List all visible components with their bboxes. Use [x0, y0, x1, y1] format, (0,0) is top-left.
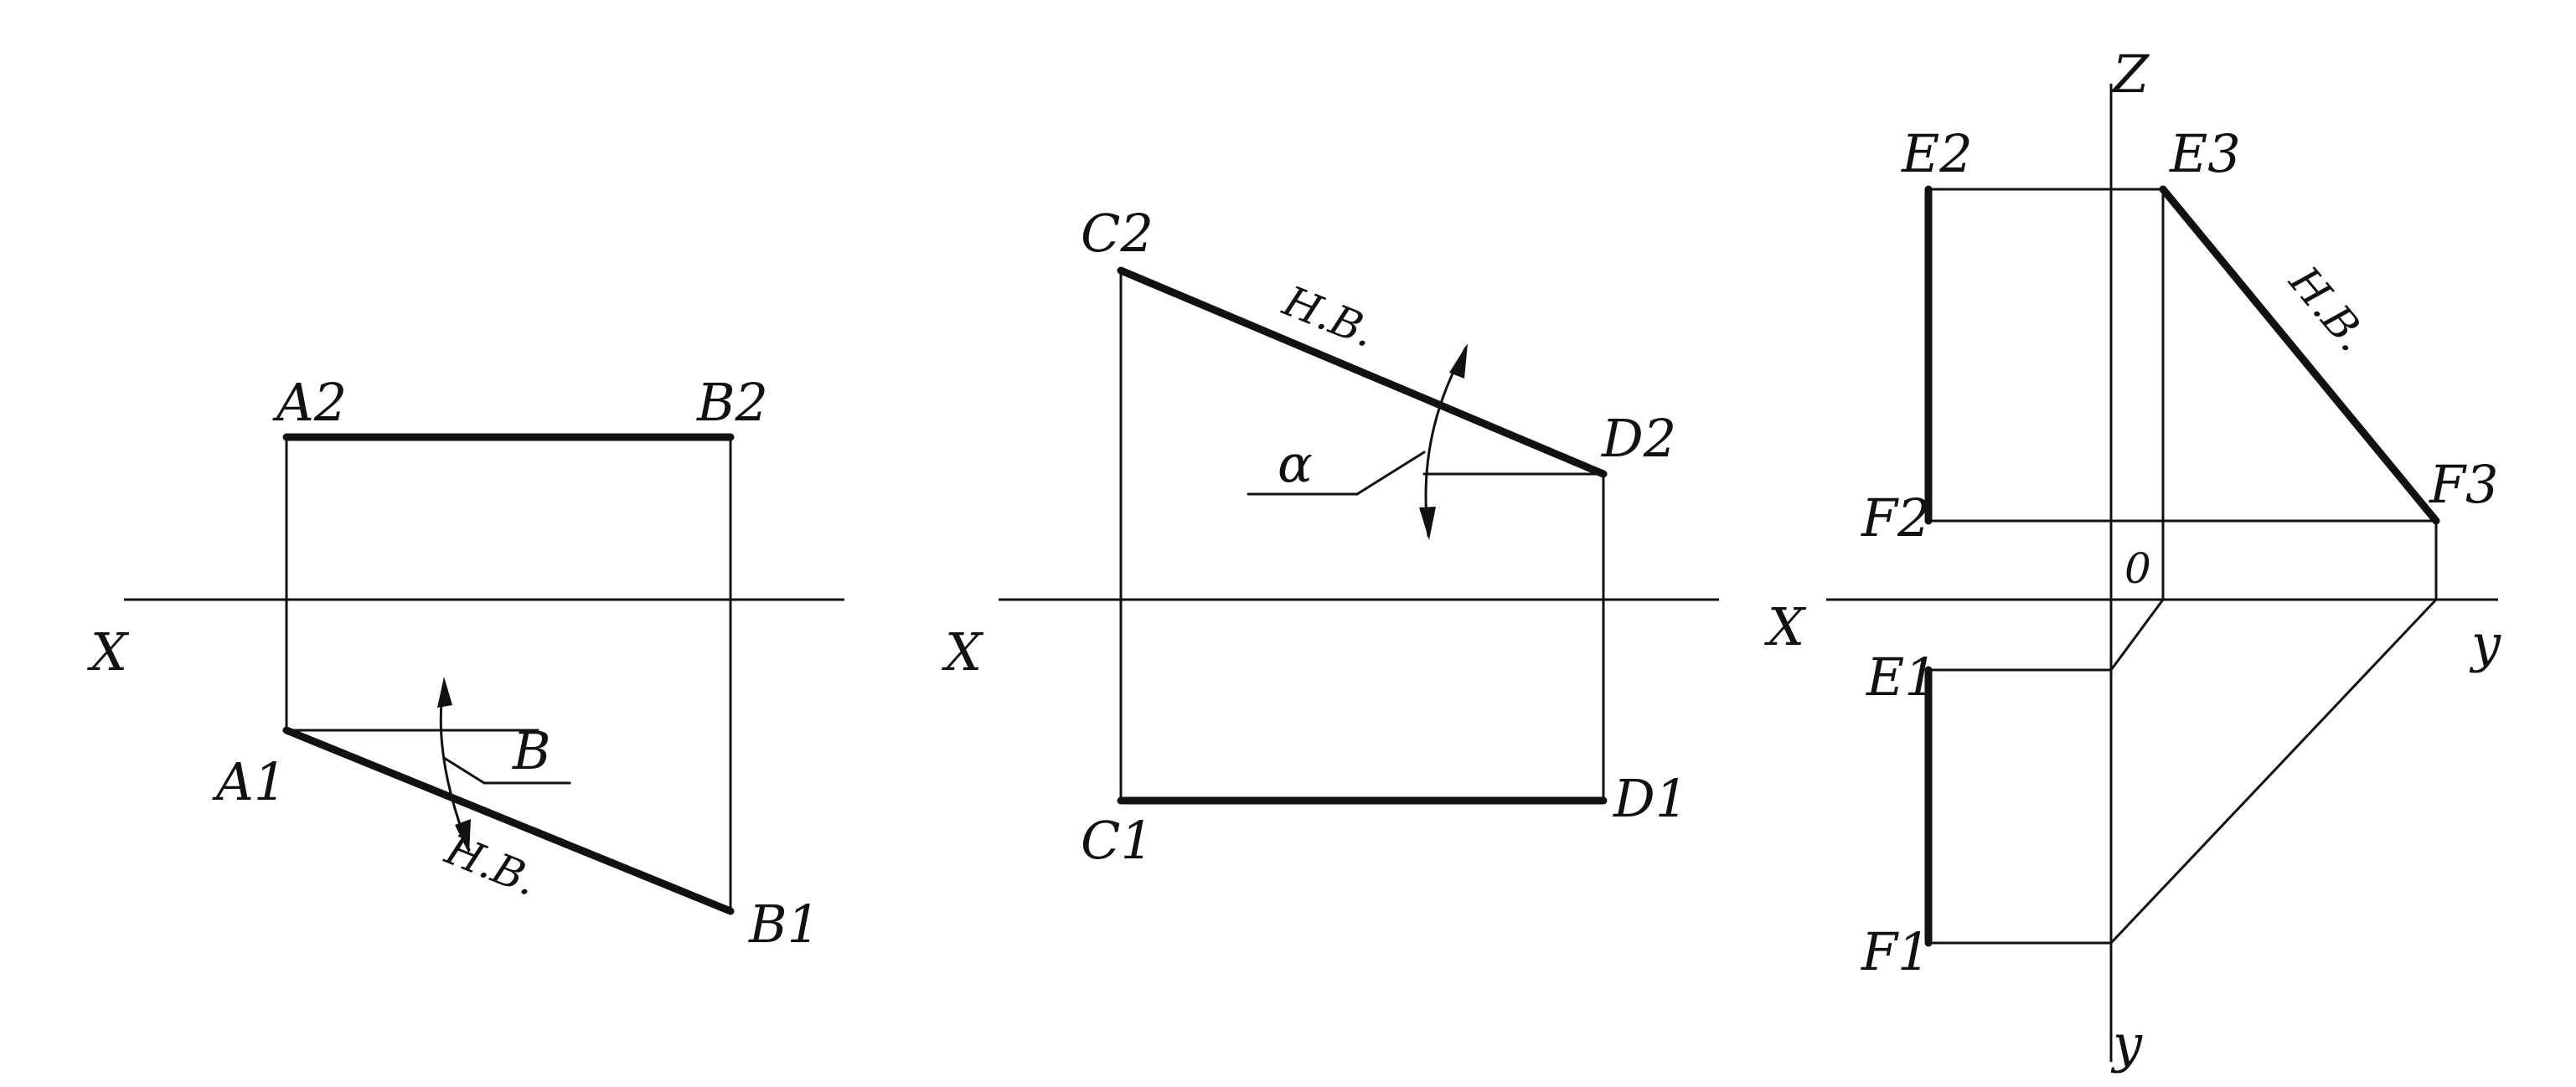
figure-3-segment-ef: X y Z y 0 E2 E3 F2 F3 E1 F1 H.B.	[1764, 44, 2501, 1074]
point-a2-label: A2	[272, 372, 347, 433]
x-axis-label: X	[1764, 596, 1807, 657]
figure-2-segment-cd: X C2 D2 C1 D1 α H.B.	[942, 203, 1719, 871]
x-axis-label: X	[942, 621, 984, 683]
origin-label: 0	[2124, 544, 2151, 593]
x-axis-label: X	[87, 621, 130, 683]
segment-a1-b1	[282, 726, 735, 915]
diagonal-f-transfer	[2109, 598, 2438, 945]
point-d1-label: D1	[1613, 768, 1688, 829]
point-c2-label: C2	[1081, 203, 1154, 264]
point-f3-label: F3	[2429, 454, 2498, 515]
y-axis-lower-label: y	[2110, 1013, 2143, 1074]
arc-arrowhead-top	[437, 677, 452, 708]
point-f2-label: F2	[1861, 487, 1930, 549]
point-e1-label: E1	[1866, 647, 1938, 708]
arc-arrowhead-top	[1449, 343, 1468, 379]
angle-beta-label: B	[512, 720, 551, 781]
point-a1-label: A1	[212, 751, 287, 812]
angle-alpha-label: α	[1278, 433, 1313, 494]
point-b2-label: B2	[696, 372, 768, 433]
angle-alpha-leader	[1355, 451, 1426, 496]
angle-beta-leader	[442, 756, 486, 785]
arc-arrowhead-bottom	[1419, 507, 1436, 540]
point-c1-label: C1	[1081, 810, 1154, 871]
arc-arrowhead-bottom	[455, 819, 471, 854]
diagonal-e-transfer	[2109, 598, 2165, 672]
figure-1-segment-ab: X A2 B2 A1 B1 B H.B.	[87, 372, 844, 955]
true-length-label-ab: H.B.	[438, 825, 545, 905]
y-axis-label: y	[2469, 613, 2501, 674]
segment-e3-f3	[2159, 185, 2440, 525]
point-b1-label: B1	[748, 894, 820, 955]
point-f1-label: F1	[1861, 921, 1930, 982]
point-d2-label: D2	[1601, 408, 1676, 469]
point-e2-label: E2	[1901, 123, 1973, 184]
segment-c2-d2	[1117, 266, 1608, 478]
point-e3-label: E3	[2169, 123, 2241, 184]
z-axis-label: Z	[2111, 44, 2150, 105]
